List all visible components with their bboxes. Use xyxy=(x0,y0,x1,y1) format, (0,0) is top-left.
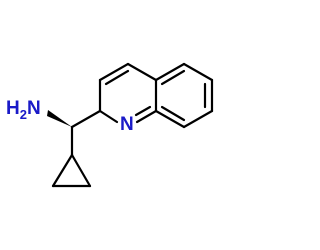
substituent-bonds xyxy=(51,109,102,188)
canvas-background xyxy=(0,0,250,250)
amine-label: H2N xyxy=(6,98,41,122)
wedge-bond-to-amine xyxy=(47,110,72,127)
bond-c8a-n1 xyxy=(135,109,158,124)
bond-c7-c8 xyxy=(182,109,214,129)
bond-c4a-c5 xyxy=(154,62,186,82)
bond-c8-c8a xyxy=(154,109,186,129)
bond-c5-c6 xyxy=(182,62,214,82)
bond-cyclopropyl-right xyxy=(70,153,92,188)
quinoline-ring-system xyxy=(98,62,214,129)
bond-n1-c2 xyxy=(98,109,119,124)
double-bond-c8a-n1 xyxy=(134,105,152,117)
bond-cyclopropyl-left xyxy=(51,153,74,188)
molecule-structure: H2N N xyxy=(0,0,250,250)
double-bond-c8-c8a xyxy=(160,105,186,122)
double-bond-c4a-c5 xyxy=(160,69,186,86)
double-bond-c3-c4 xyxy=(104,69,130,86)
bond-c3-c4 xyxy=(98,62,130,82)
bond-c4-c4a xyxy=(126,62,158,82)
ring-nitrogen-label: N xyxy=(120,114,134,135)
bond-c2-chiral-carbon xyxy=(70,109,102,129)
